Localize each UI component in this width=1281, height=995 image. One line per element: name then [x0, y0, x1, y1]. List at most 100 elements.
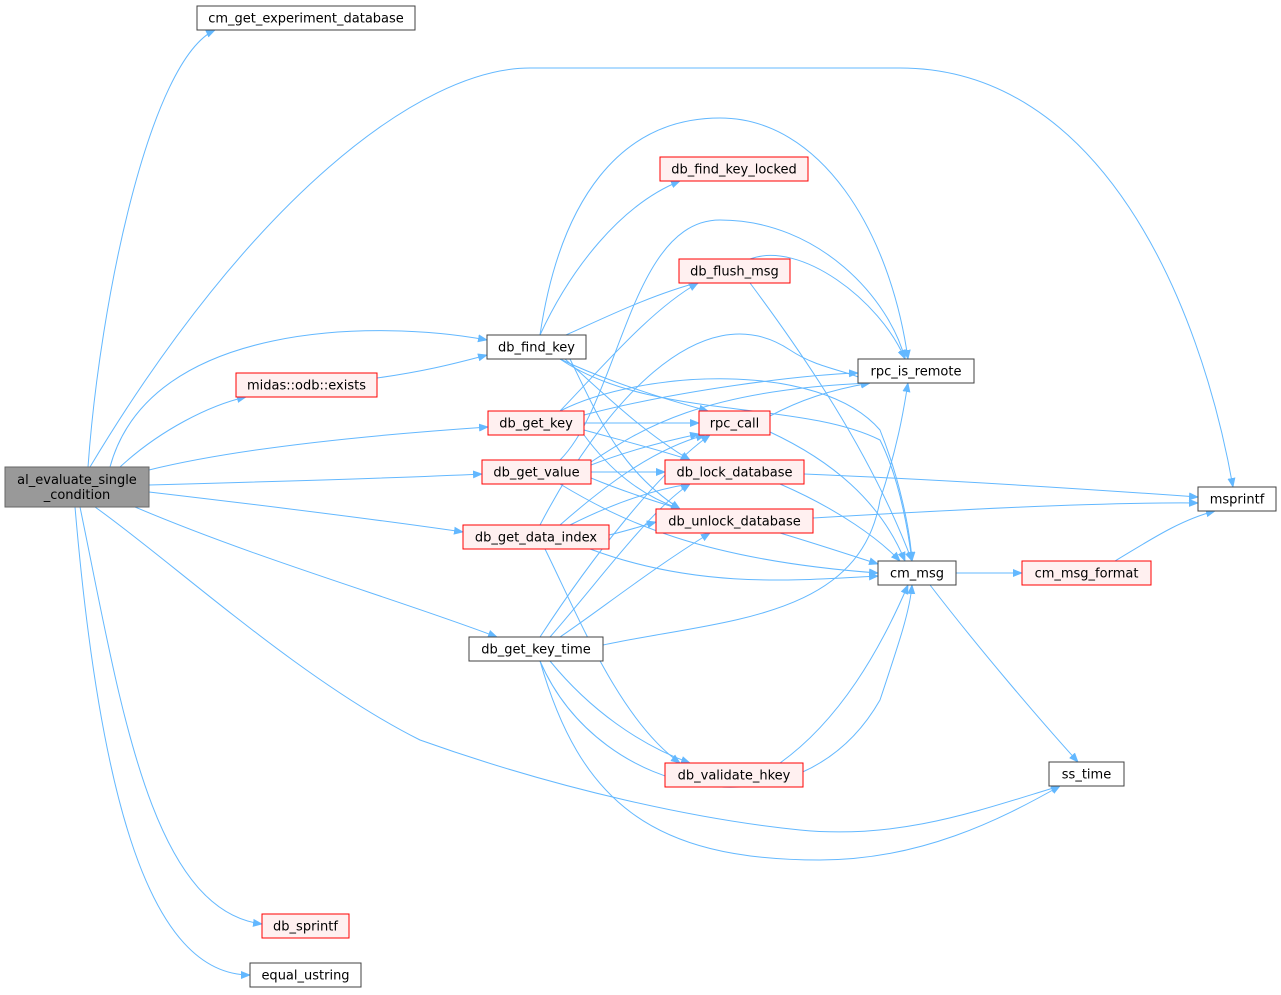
nodes-layer: al_evaluate_single_condition cm_get_exper… [4, 5, 1277, 988]
edge-db-flush-msg-to-cm-msg [749, 282, 913, 562]
node-db-get-data-index[interactable]: db_get_data_index [462, 524, 610, 550]
edge-db-get-key-time-to-cm-msg [539, 584, 916, 788]
node-box [487, 410, 585, 436]
node-box [1048, 761, 1125, 787]
node-box [857, 358, 975, 384]
edge-root-to-db-find-key [109, 330, 488, 468]
node-box [659, 156, 809, 182]
edge-root-to-db-get-key [148, 423, 489, 471]
node-msprintf[interactable]: msprintf [1197, 486, 1277, 512]
node-label: db_get_value [493, 466, 579, 481]
edge-db-get-value-to-rpc-is-remote [590, 379, 871, 463]
edge-root-to-midas-odb-exists [119, 395, 247, 468]
node-label: db_get_data_index [475, 531, 598, 546]
edge-db-unlock-database-to-msprintf [812, 498, 1199, 519]
node-label: msprintf [1210, 493, 1265, 508]
node-label: _condition [43, 488, 111, 503]
edge-root-to-db-sprintf [79, 506, 263, 927]
node-db-get-value[interactable]: db_get_value [481, 459, 592, 485]
node-box [1197, 486, 1277, 512]
node-box [462, 524, 610, 550]
edge-root-to-db-get-data-index [148, 491, 464, 535]
node-db-flush-msg[interactable]: db_flush_msg [678, 258, 791, 284]
edge-cm-msg-to-ss-time [929, 584, 1079, 763]
node-label: db_find_key_locked [671, 163, 796, 178]
node-box [196, 5, 416, 31]
edge-db-find-key-to-cm-msg [559, 358, 915, 562]
node-label: db_unlock_database [668, 515, 801, 530]
edge-db-find-key-to-db-unlock-database [569, 358, 681, 510]
edge-db-validate-hkey-to-cm-msg [779, 584, 909, 764]
edge-db-get-data-index-to-rpc-is-remote [539, 333, 871, 526]
node-box [486, 334, 587, 360]
node-db-find-key-locked[interactable]: db_find_key_locked [659, 156, 809, 182]
node-cm-msg-format[interactable]: cm_msg_format [1021, 560, 1152, 586]
edge-rpc-call-to-rpc-is-remote [769, 380, 871, 417]
edge-root-to-equal-ustring [74, 506, 251, 979]
edge-db-get-data-index-to-db-validate-hkey [544, 548, 681, 764]
node-label: db_lock_database [676, 466, 792, 481]
node-box [655, 508, 814, 534]
node-label: ss_time [1062, 768, 1111, 783]
edge-db-get-value-to-cm-msg [559, 483, 879, 577]
node-box [1021, 560, 1152, 586]
edge-db-get-key-to-db-flush-msg [559, 282, 699, 412]
node-box [249, 962, 362, 988]
edge-db-lock-database-to-msprintf [803, 473, 1199, 501]
edge-db-unlock-database-to-cm-msg [779, 532, 879, 566]
node-box [4, 466, 150, 508]
node-ss-time[interactable]: ss_time [1048, 761, 1125, 787]
root-node-al-evaluate-single-condition: al_evaluate_single_condition [4, 466, 150, 508]
node-db-unlock-database[interactable]: db_unlock_database [655, 508, 814, 534]
node-label: db_validate_hkey [678, 769, 791, 784]
edge-db-get-data-index-to-cm-msg [589, 548, 879, 581]
edge-db-get-value-to-rpc-call [590, 431, 700, 466]
node-box [678, 258, 791, 284]
node-label: rpc_is_remote [871, 365, 962, 380]
node-label: al_evaluate_single [17, 473, 137, 488]
node-db-lock-database[interactable]: db_lock_database [664, 459, 805, 485]
node-label: db_find_key [498, 341, 575, 356]
edge-db-lock-database-to-cm-msg [779, 483, 901, 562]
node-midas-odb-exists[interactable]: midas::odb::exists [235, 372, 378, 398]
edge-db-get-data-index-to-rpc-call [559, 433, 706, 526]
node-label: rpc_call [710, 417, 760, 432]
edge-db-flush-msg-to-rpc-is-remote [749, 254, 906, 360]
node-box [261, 913, 350, 939]
edge-root-to-cm-get-experiment-database [87, 29, 216, 468]
node-box [698, 410, 771, 436]
node-db-get-key[interactable]: db_get_key [487, 410, 585, 436]
node-db-validate-hkey[interactable]: db_validate_hkey [664, 762, 804, 788]
edge-db-get-key-time-to-ss-time [539, 660, 1061, 861]
node-db-get-key-time[interactable]: db_get_key_time [468, 636, 604, 662]
edge-db-get-key-time-to-db-validate-hkey [549, 660, 691, 764]
edge-root-to-db-get-value [148, 470, 483, 486]
node-label: cm_get_experiment_database [208, 12, 404, 27]
edge-root-to-msprintf [89, 67, 1236, 488]
node-cm-msg[interactable]: cm_msg [877, 560, 957, 586]
node-equal-ustring[interactable]: equal_ustring [249, 962, 362, 988]
node-box [481, 459, 592, 485]
node-rpc-call[interactable]: rpc_call [698, 410, 771, 436]
node-label: cm_msg_format [1035, 567, 1139, 582]
node-cm-get-experiment-database[interactable]: cm_get_experiment_database [196, 5, 416, 31]
node-box [877, 560, 957, 586]
edge-db-get-data-index-to-db-lock-database [569, 481, 691, 526]
node-box [664, 459, 805, 485]
node-label: midas::odb::exists [247, 379, 366, 394]
node-box [468, 636, 604, 662]
node-label: db_get_key_time [481, 643, 590, 658]
edge-db-get-value-to-db-flush-msg [559, 219, 907, 461]
node-label: equal_ustring [261, 969, 349, 984]
edge-db-find-key-to-rpc-call [559, 358, 709, 413]
edge-db-get-key-to-cm-msg [559, 378, 916, 562]
node-rpc-is-remote[interactable]: rpc_is_remote [857, 358, 975, 384]
node-db-sprintf[interactable]: db_sprintf [261, 913, 350, 939]
edge-db-get-key-to-rpc-is-remote [583, 369, 859, 416]
edge-db-get-key-time-to-rpc-is-remote [602, 382, 911, 646]
node-db-find-key[interactable]: db_find_key [486, 334, 587, 360]
edge-db-find-key-to-db-lock-database [564, 358, 691, 461]
edge-db-get-key-time-to-db-lock-database [549, 483, 691, 638]
node-label: db_flush_msg [690, 265, 779, 280]
